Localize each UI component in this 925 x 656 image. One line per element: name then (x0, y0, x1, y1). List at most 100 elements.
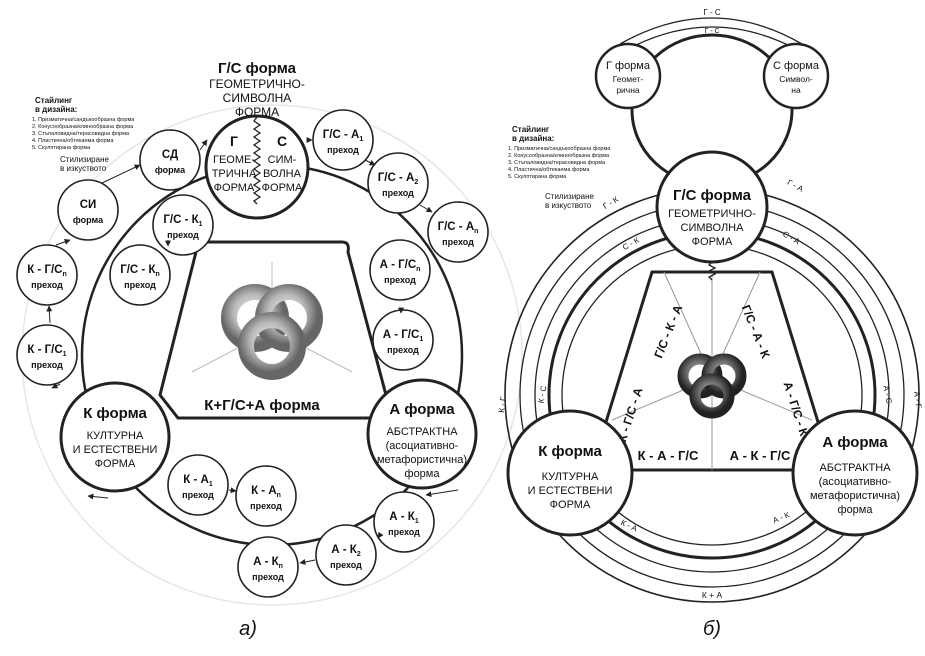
transition-circle: К - Г/Сn преход (16, 244, 78, 306)
transition-sublabel: преход (182, 490, 214, 500)
arc-label-kg: К - Г (497, 395, 508, 413)
s-line1: СИМ- (268, 154, 297, 166)
transition-arrow (299, 558, 316, 565)
gs-line2-b: СИМВОЛНА (681, 222, 745, 234)
a-line4-b: форма (838, 504, 874, 516)
k-line1-a: КУЛТУРНА (87, 430, 144, 442)
a-line1-b: АБСТРАКТНА (819, 462, 891, 474)
g-line2-b: рична (616, 85, 640, 95)
g-title-b: Г форма (606, 60, 651, 72)
knot-image-a (221, 284, 323, 380)
transition-sublabel: преход (330, 560, 362, 570)
k-title-a: К форма (83, 405, 147, 422)
center-label-a: К+Г/С+А форма (204, 397, 320, 414)
s-title-b: С форма (773, 60, 820, 72)
arc-label-ag: А - Г (912, 391, 923, 410)
a-form-circle-a (366, 378, 478, 490)
styling-item-b: 1. Призматична/сандъкообразна форма (508, 146, 611, 152)
g-form-circle-b (594, 42, 662, 110)
stylize1-b: Стилизиране (545, 192, 595, 201)
styling-item-a: 2. Конусообразна/клинообразна форма (32, 124, 134, 130)
k-form-circle-b (506, 409, 634, 537)
a-line2-b: (асоциативно- (819, 476, 892, 488)
s-line2-b: на (791, 85, 801, 95)
stylize1-a: Стилизиране (60, 155, 110, 164)
transition-sublabel: преход (252, 572, 284, 582)
transition-arrow (364, 159, 376, 166)
arc-label-ak: А - К (771, 510, 791, 525)
transition-label: Г/С - А2 (378, 172, 419, 186)
transition-sublabel: преход (31, 280, 63, 290)
transition-arrow (87, 493, 109, 500)
transition-circle: К - Аn преход (235, 465, 297, 527)
transition-arrow (199, 139, 208, 151)
transition-arrow (377, 531, 384, 539)
styling-item-a: 1. Призматична/сандъкообразна форма (32, 117, 135, 123)
arc-label-kc: К - С (537, 385, 549, 404)
styling-item-a: 3. Стъпаловидна/терасовидна форма (32, 131, 130, 137)
k-form-circle-a (59, 381, 171, 493)
segment-a-k-gs: А - К - Г/С (730, 448, 791, 463)
stylize2-a: в изкуството (60, 164, 107, 173)
a-title-a: А форма (389, 401, 455, 418)
transition-label: А - К2 (331, 544, 361, 558)
transition-sublabel: преход (387, 345, 419, 355)
gs-sub1-a: ГЕОМЕТРИЧНО- (209, 77, 305, 91)
transition-sublabel: форма (155, 165, 186, 175)
transition-sublabel: преход (31, 360, 63, 370)
g-line1: ГЕОМЕ- (213, 154, 255, 166)
transition-label: А - Кn (253, 556, 283, 570)
a-line4-a: форма (405, 468, 441, 480)
a-line3-a: метафористична) (377, 454, 467, 466)
styling-title1-a: Стайлинг (35, 96, 73, 105)
styling-item-b: 4. Пластична/обтекаема форма (508, 167, 590, 173)
transition-sublabel: форма (73, 215, 104, 225)
k-line2-a: И ЕСТЕСТВЕНИ (73, 444, 158, 456)
styling-item-a: 4. Пластична/обтекаема форма (32, 138, 114, 144)
transition-circle: Г/С - А2 преход (367, 152, 429, 214)
a-line1-a: АБСТРАКТНА (386, 426, 458, 438)
diagram-a: К+Г/С+А форма Г/С форма ГЕОМЕТРИЧНО- СИМ… (16, 60, 523, 640)
transition-arrow (419, 204, 433, 213)
transition-arrow (55, 238, 71, 246)
knot-image-b (677, 353, 747, 419)
arc-label-kpa: К + А (702, 590, 723, 600)
transition-sublabel: преход (388, 527, 420, 537)
transition-sublabel: преход (250, 501, 282, 511)
g-line2: ТРИЧНА (212, 168, 257, 180)
transition-label: Г/С - Кn (120, 264, 160, 278)
transition-label: А - Г/Сn (380, 259, 421, 273)
a-form-circle-b (791, 409, 919, 537)
gs-title-b: Г/С форма (673, 187, 752, 204)
s-form-circle-b (762, 42, 830, 110)
k-title-b: К форма (538, 443, 602, 460)
a-line2-a: (асоциативно- (386, 440, 459, 452)
arc-gs-top: Г - С (703, 8, 720, 17)
gs-line1-b: ГЕОМЕТРИЧНО- (668, 208, 756, 220)
styling-title1-b: Стайлинг (512, 125, 550, 134)
transition-arrow (101, 164, 141, 184)
arc-label-gk: Г - К (601, 195, 620, 211)
k-line3-b: ФОРМА (550, 499, 591, 511)
arc-label-ca: С - А (781, 229, 802, 246)
a-title-b: А форма (822, 434, 888, 451)
transition-label: К - Аn (251, 485, 281, 499)
transition-sublabel: преход (382, 188, 414, 198)
transition-circle: А - Кn преход (237, 536, 299, 598)
transition-label: К - Г/Сn (27, 264, 67, 278)
s-line2: ВОЛНА (263, 168, 302, 180)
transition-arrows-a (46, 137, 459, 565)
gs-line3-b: ФОРМА (692, 236, 733, 248)
transition-label: Г/С - К1 (163, 214, 202, 228)
transition-arrow (425, 489, 459, 498)
transition-circle: А - К2 преход (315, 524, 377, 586)
